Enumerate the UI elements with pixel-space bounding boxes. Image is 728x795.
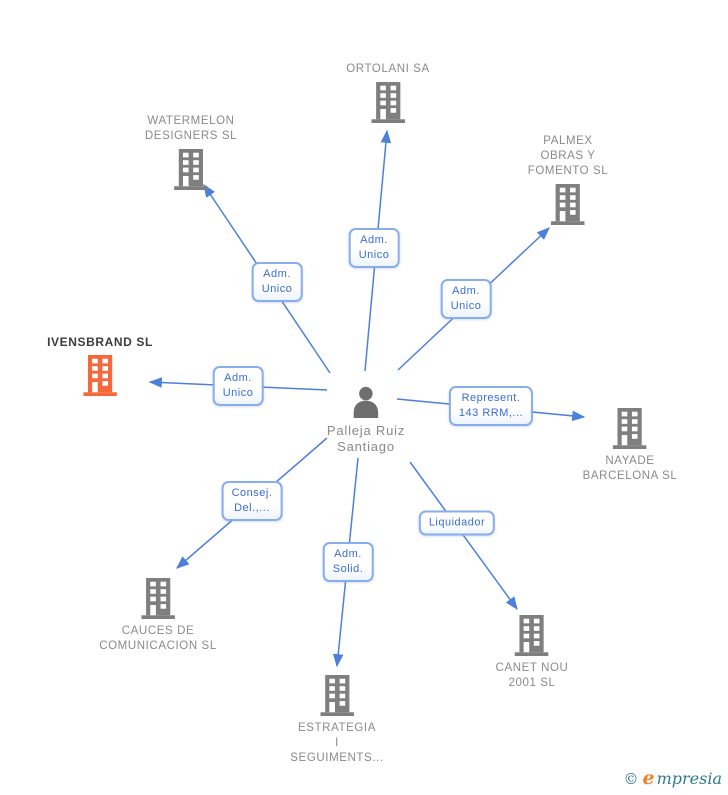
- logo-text: mpresia: [656, 769, 722, 788]
- company-label: WATERMELON DESIGNERS SL: [144, 115, 238, 142]
- company-node-ivensbrand[interactable]: IVENSBRAND SL: [47, 335, 153, 396]
- company-label: ESTRATEGIA I SEGUIMENTS...: [290, 722, 384, 764]
- edge-label-adm-solid-estrategia[interactable]: Adm. Solid.: [322, 542, 374, 582]
- edge-to-canet: [409, 461, 518, 611]
- company-label: CAUCES DE COMUNICACION SL: [99, 625, 217, 652]
- building-icon: [320, 675, 354, 716]
- building-icon: [371, 82, 405, 123]
- company-label: ORTOLANI SA: [346, 63, 430, 75]
- edge-label-adm-unico-watermelon[interactable]: Adm. Unico: [251, 262, 303, 302]
- building-icon: [613, 408, 647, 449]
- edge-label-liquidador-canet[interactable]: Liquidador: [418, 510, 496, 536]
- edge-label-consej-del-cauces[interactable]: Consej. Del.,...: [221, 481, 283, 521]
- company-node-palmex[interactable]: PALMEX OBRAS Y FOMENTO SL: [528, 134, 609, 225]
- copyright-icon: ©: [623, 770, 639, 788]
- company-label: CANET NOU 2001 SL: [495, 662, 569, 689]
- edge-label-adm-unico-ortolani[interactable]: Adm. Unico: [348, 228, 400, 268]
- building-icon: [174, 149, 208, 190]
- company-node-watermelon[interactable]: WATERMELON DESIGNERS SL: [145, 114, 237, 190]
- logo-initial: e: [642, 767, 655, 789]
- empresia-logo: © e mpresia: [624, 767, 723, 789]
- building-icon: [515, 615, 549, 656]
- building-icon-highlighted: [83, 355, 117, 396]
- company-label: NAYADE BARCELONA SL: [582, 455, 678, 482]
- building-icon: [551, 184, 585, 225]
- edge-label-adm-unico-palmex[interactable]: Adm. Unico: [440, 279, 492, 319]
- edge-label-adm-unico-ivensbrand[interactable]: Adm. Unico: [212, 366, 264, 406]
- company-node-estrategia[interactable]: ESTRATEGIA I SEGUIMENTS...: [290, 675, 383, 766]
- company-label-highlighted: IVENSBRAND SL: [47, 335, 153, 349]
- person-label: Palleja Ruiz Santiago: [326, 423, 406, 454]
- edge-label-represent-nayade[interactable]: Represent. 143 RRM,...: [448, 386, 534, 426]
- company-node-nayade[interactable]: NAYADE BARCELONA SL: [583, 408, 678, 484]
- company-label: PALMEX OBRAS Y FOMENTO SL: [527, 135, 609, 177]
- person-icon: [349, 386, 383, 418]
- company-node-cauces[interactable]: CAUCES DE COMUNICACION SL: [99, 578, 217, 654]
- company-node-canet[interactable]: CANET NOU 2001 SL: [496, 615, 569, 691]
- building-icon: [141, 578, 175, 619]
- person-node-palleja-ruiz-santiago[interactable]: Palleja Ruiz Santiago: [327, 386, 405, 454]
- company-node-ortolani[interactable]: ORTOLANI SA: [346, 62, 430, 123]
